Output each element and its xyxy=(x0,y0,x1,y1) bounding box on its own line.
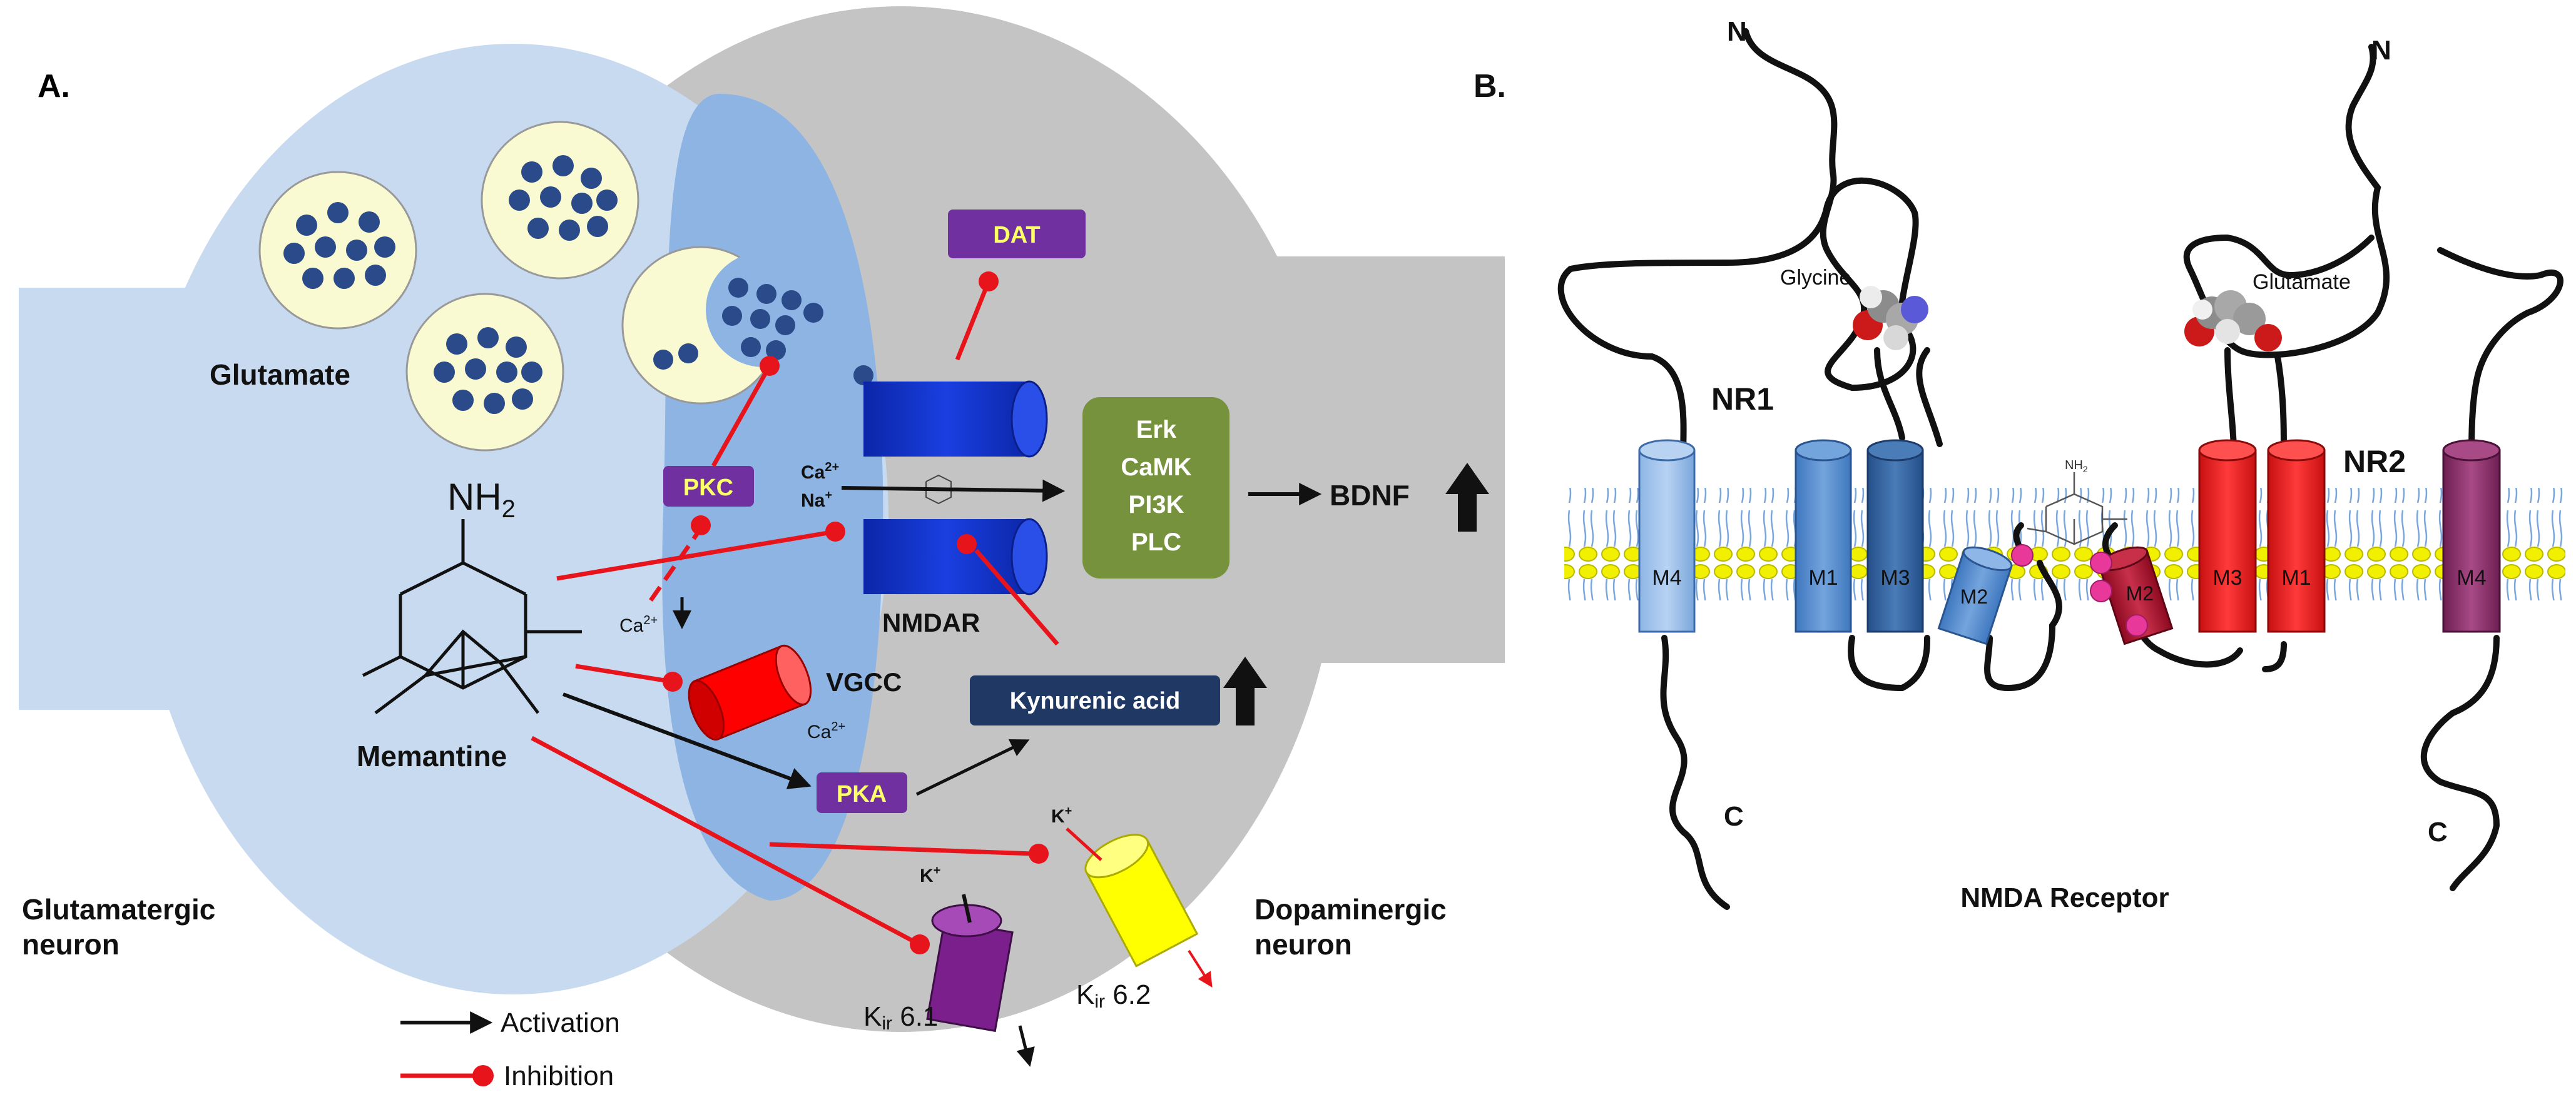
panel-a: A. xyxy=(19,6,1505,1091)
nr1-m1-helix: M1 xyxy=(1795,439,1852,633)
pka-box xyxy=(817,772,907,813)
nmda-receptor-caption: NMDA Receptor xyxy=(1960,882,2169,913)
kynurenic-box xyxy=(970,675,1220,725)
kynurenic-label: Kynurenic acid xyxy=(1010,688,1180,714)
nr2-m4-helix: M4 xyxy=(2442,439,2501,633)
memantine-inhibits-nmdar xyxy=(556,529,836,581)
legend-inhibition-dot xyxy=(472,1065,494,1086)
ca-to-pkc xyxy=(649,527,703,602)
nr2-m1-helix: M1 xyxy=(2267,439,2326,633)
kir61-k-in xyxy=(962,894,972,923)
kir62-label: Kir 6.2 xyxy=(1076,979,1151,1012)
nr2-label: NR2 xyxy=(2343,444,2406,479)
c-terminus-right: C xyxy=(2428,817,2448,847)
ca-label-vgcc: Ca2+ xyxy=(807,720,845,742)
memantine-label: Memantine xyxy=(357,740,507,772)
memantine-inhibits-kir62 xyxy=(769,842,1033,856)
nr1-m3-label: M3 xyxy=(1880,566,1910,590)
nmdar-channel xyxy=(863,380,1048,595)
kynurenic-inhibits-nmdar xyxy=(974,548,1059,646)
nr2-m2-label: M2 xyxy=(2126,582,2154,605)
c-terminus-left: C xyxy=(1724,801,1744,832)
n-terminus-left: N xyxy=(1727,16,1747,47)
kinase-box xyxy=(1082,397,1229,579)
ion-flow-arrow xyxy=(841,479,1066,502)
panel-b: B. M4 M1 M3 M2 xyxy=(1474,16,2565,913)
nr1-chain xyxy=(1557,28,2062,910)
inhibition-lines xyxy=(531,280,1059,944)
nr2-m3-label: M3 xyxy=(2212,566,2242,590)
bdnf-label: BDNF xyxy=(1330,479,1410,512)
panel-a-label: A. xyxy=(38,68,70,104)
nr1-m1-label: M1 xyxy=(1808,566,1838,590)
kir61-channel xyxy=(926,904,1014,1033)
bdnf-up-arrow xyxy=(1445,463,1489,532)
nr1-m3-helix: M3 xyxy=(1866,439,1924,633)
glutamate-label-b: Glutamate xyxy=(2253,270,2351,294)
kinase-camk: CaMK xyxy=(1121,453,1191,481)
na-label-nmdar: Na+ xyxy=(801,488,832,511)
memantine-inhibits-vgcc xyxy=(575,664,673,684)
nr1-m4-helix: M4 xyxy=(1638,439,1696,633)
nr2-m1-label: M1 xyxy=(2281,566,2311,590)
lipid-bilayer xyxy=(1564,488,2565,600)
nmdar-label: NMDAR xyxy=(882,608,980,637)
memantine-inhibits-kir61 xyxy=(531,735,915,944)
nr1-m4-label: M4 xyxy=(1652,566,1681,590)
kinase-pi3k: PI3K xyxy=(1129,491,1184,518)
nr2-m2-helix: M2 xyxy=(2098,546,2174,645)
memantine-to-pka-arrow xyxy=(562,692,812,789)
kir62-k-label: K+ xyxy=(1051,804,1072,827)
panel-b-label: B. xyxy=(1474,68,1506,104)
memantine-nh2-small: NH2 xyxy=(2065,458,2088,474)
kir62-channel xyxy=(1084,834,1199,968)
kinase-erk: Erk xyxy=(1136,416,1177,443)
glutamate-vesicle xyxy=(258,171,417,330)
memantine-molecule xyxy=(362,519,582,714)
glycine-label: Glycine xyxy=(1780,266,1851,290)
glycine-molecule xyxy=(1853,286,1928,350)
kir61-label: Kir 6.1 xyxy=(863,1001,938,1034)
kir62-k-in xyxy=(1066,827,1102,861)
vgcc-channel xyxy=(688,644,812,741)
fusing-vesicle xyxy=(621,246,873,405)
vgcc-label: VGCC xyxy=(826,667,902,697)
dat-box xyxy=(948,210,1086,258)
nh2-label: NH2 xyxy=(447,476,516,523)
kinase-plc: PLC xyxy=(1131,528,1181,556)
kynurenic-up-arrow xyxy=(1223,657,1267,725)
kir61-k-label: K+ xyxy=(920,864,940,886)
pkc-label: PKC xyxy=(683,475,733,501)
kinase-list: Erk CaMK PI3K PLC xyxy=(1121,416,1191,556)
pkc-box xyxy=(663,466,754,507)
pka-to-kynurenic-arrow xyxy=(915,739,1030,796)
glutamate-vesicle xyxy=(405,293,564,452)
kir62-k-out xyxy=(1188,949,1213,988)
dat-label: DAT xyxy=(993,222,1040,248)
ca-label-pkc: Ca2+ xyxy=(619,614,658,636)
pink-binding-sites xyxy=(2011,544,2148,637)
nr1-m2-helix: M2 xyxy=(1937,546,2013,645)
glutamate-molecule xyxy=(2184,290,2282,351)
ca-label-nmdar: Ca2+ xyxy=(801,460,839,483)
nr2-m4-label: M4 xyxy=(2456,566,2486,590)
inhibition-ends xyxy=(663,271,1049,954)
legend-activation-label: Activation xyxy=(501,1008,620,1038)
nr1-label: NR1 xyxy=(1711,382,1774,417)
glutamate-label: Glutamate xyxy=(210,358,350,391)
nmdar-inhibits-dat xyxy=(955,280,991,361)
memantine-in-channel xyxy=(2027,472,2127,545)
kir61-k-out xyxy=(1016,1025,1035,1067)
legend-inhibition-label: Inhibition xyxy=(504,1061,614,1091)
pka-label: PKA xyxy=(837,781,887,807)
glutamate-vesicle xyxy=(481,121,639,280)
nr1-m2-label: M2 xyxy=(1960,585,1988,608)
nr2-m3-helix: M3 xyxy=(2198,439,2257,633)
pkc-inhibits-release xyxy=(711,365,772,467)
legend: Activation Inhibition xyxy=(400,1008,620,1091)
n-terminus-right: N xyxy=(2371,35,2391,66)
